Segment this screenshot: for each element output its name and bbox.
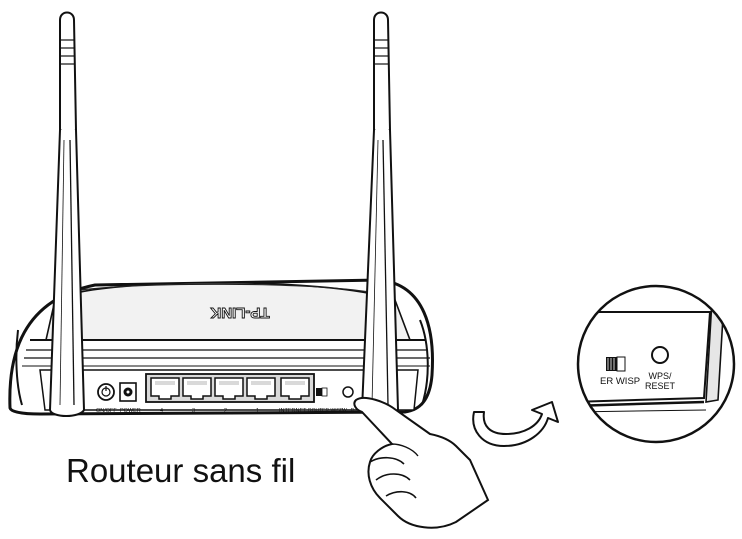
- inset-mode-switch-label: ER WISP: [600, 376, 640, 387]
- port-label-4: 4: [160, 408, 163, 414]
- wps-reset-button[interactable]: [342, 386, 354, 398]
- internet-port[interactable]: [280, 377, 310, 400]
- power-symbol-icon[interactable]: [97, 383, 115, 401]
- port-label-1: 1: [256, 408, 259, 414]
- zoom-inset: ER WISP WPS/ RESET: [576, 284, 736, 444]
- lan-port-3[interactable]: [182, 377, 212, 400]
- mode-switch-label: ROUTER WISP: [308, 408, 344, 414]
- power-jack: [119, 382, 137, 402]
- inset-wps-label-line2: RESET: [645, 381, 676, 391]
- brand-logo: TP-LINK: [210, 304, 269, 321]
- on-off-label: ON/OFF: [96, 408, 117, 414]
- hand-pointer-icon: [353, 396, 490, 529]
- curved-arrow-icon: [472, 401, 559, 447]
- port-label-2: 2: [224, 408, 227, 414]
- inset-wps-label-line1: WPS/: [648, 371, 672, 381]
- wps-partial-label: W...R: [342, 408, 355, 414]
- port-label-3: 3: [192, 408, 195, 414]
- wps-reset-button-icon[interactable]: [651, 346, 669, 364]
- antenna-icon: [360, 11, 400, 417]
- antenna-icon: [48, 11, 86, 417]
- mode-switch[interactable]: [316, 387, 328, 397]
- lan-port-1[interactable]: [246, 377, 276, 400]
- caption: Routeur sans fil: [66, 452, 296, 489]
- power-label: POWER: [120, 408, 141, 414]
- internet-label: INTERNET: [279, 408, 307, 414]
- lan-port-2[interactable]: [214, 377, 244, 400]
- lan-port-4[interactable]: [150, 377, 180, 400]
